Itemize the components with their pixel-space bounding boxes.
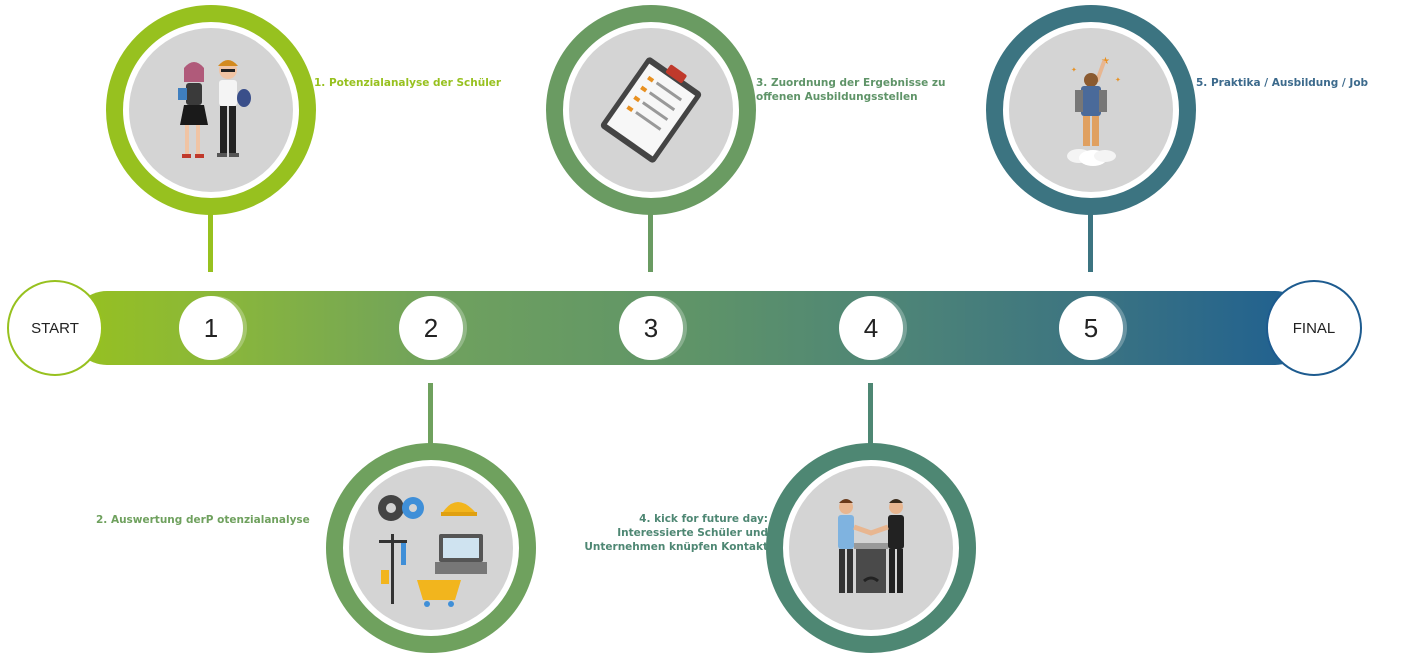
step-4-label: 4. kick for future day: Interessierte Sc… bbox=[560, 512, 768, 554]
students-icon bbox=[178, 60, 251, 158]
step-2-label: 2. Auswertung derP otenzialanalyse bbox=[96, 514, 310, 526]
step-5-connector bbox=[1088, 200, 1093, 272]
step-4-number: 4 bbox=[839, 296, 903, 360]
clipboard-icon bbox=[600, 57, 702, 163]
step-5-number: 5 bbox=[1059, 296, 1123, 360]
step-4-label-line-2: Interessierte Schüler und bbox=[617, 527, 768, 539]
step-3-label-line-2: offenen Ausbildungsstellen bbox=[756, 91, 918, 103]
jetpack-launch-icon: ★ ✦ ✦ bbox=[1067, 56, 1121, 166]
step-1-illustration-circle bbox=[106, 5, 316, 215]
step-1-label: 1. Potenzialanalyse der Schüler bbox=[314, 77, 502, 89]
step-5-illustration-circle: ★ ✦ ✦ bbox=[986, 5, 1196, 215]
svg-text:✦: ✦ bbox=[1115, 76, 1121, 84]
step-4-connector bbox=[868, 383, 873, 453]
step-4-label-line-1: 4. kick for future day: bbox=[639, 513, 768, 525]
step-1-number: 1 bbox=[179, 296, 243, 360]
svg-text:✦: ✦ bbox=[1071, 66, 1077, 74]
handshake-icon bbox=[838, 499, 904, 593]
step-3-connector bbox=[648, 200, 653, 272]
step-3-illustration-circle bbox=[546, 5, 756, 215]
final-marker: FINAL bbox=[1266, 280, 1362, 376]
step-3-label: 3. Zuordnung der Ergebnisse zu offenen A… bbox=[756, 76, 945, 104]
start-marker: START bbox=[7, 280, 103, 376]
step-2-connector bbox=[428, 383, 433, 453]
step-2-illustration-circle bbox=[326, 443, 536, 653]
step-3-label-line-1: 3. Zuordnung der Ergebnisse zu bbox=[756, 77, 946, 89]
step-3-number: 3 bbox=[619, 296, 683, 360]
step-4-illustration-circle bbox=[766, 443, 976, 653]
step-4-label-line-3: Unternehmen knüpfen Kontakt bbox=[584, 541, 768, 553]
step-5-label: 5. Praktika / Ausbildung / Job bbox=[1196, 77, 1369, 89]
step-1-connector bbox=[208, 200, 213, 272]
step-2-number: 2 bbox=[399, 296, 463, 360]
evaluation-tools-icon bbox=[378, 495, 487, 607]
timeline-bar bbox=[70, 291, 1312, 365]
